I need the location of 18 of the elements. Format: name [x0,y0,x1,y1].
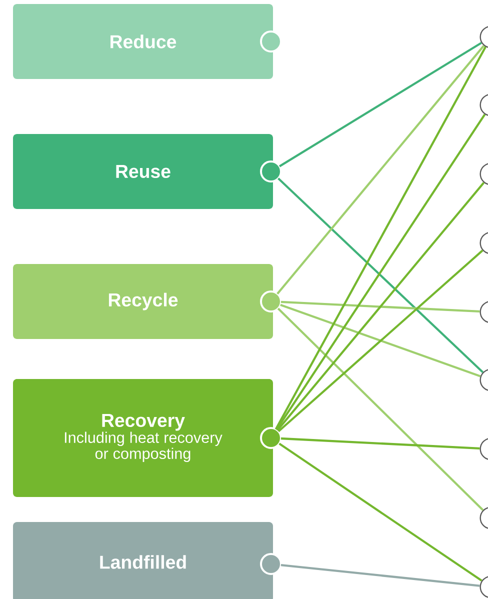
connector-line [280,300,480,313]
category-box: Recovery Including heat recovery or composting [13,379,282,497]
category-box: Landfilled [13,522,282,599]
connector-line [278,42,482,168]
connector-line [280,437,480,450]
connector-line [280,304,481,378]
connector-line [278,442,482,582]
connector-line [280,564,480,587]
category-box: Reduce [13,4,282,79]
connector-line [278,178,484,374]
connector-line [278,250,484,432]
connector-line [276,114,486,430]
category-box: Reuse [13,134,282,209]
connector-line [277,308,484,511]
connector-line [276,44,485,294]
connector-line [274,46,487,430]
connector-line [276,182,485,431]
category-box: Recycle [13,264,282,339]
